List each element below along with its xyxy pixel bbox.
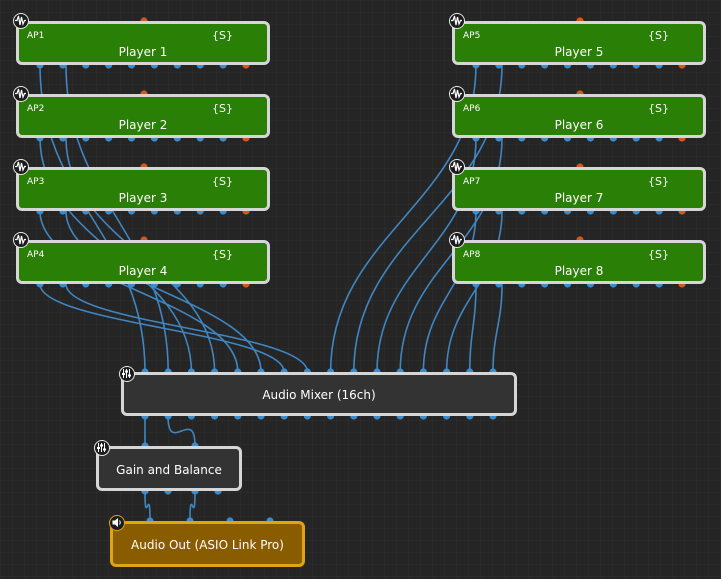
mixer-sliders-icon [119, 366, 135, 382]
node-title: Audio Out (ASIO Link Pro) [131, 538, 284, 552]
wire-player-7-to-mixer [422, 210, 477, 373]
player-node-8[interactable]: AP8 Player 8 {S} [452, 240, 706, 284]
node-id: AP2 [27, 104, 45, 114]
node-id: AP7 [463, 177, 481, 187]
wire-gain-to-output [189, 490, 196, 522]
wire-player-3-to-mixer [65, 210, 262, 373]
wire-player-8-to-mixer [492, 283, 503, 373]
node-title: Player 1 [118, 45, 168, 59]
node-title: Gain and Balance [116, 463, 222, 477]
wire-player-8-to-mixer [469, 283, 477, 373]
wire-player-3-to-mixer [39, 210, 239, 373]
sync-flag: {S} [648, 102, 669, 115]
wire-gain-to-output [144, 490, 151, 522]
node-id: AP4 [27, 250, 45, 260]
sync-flag: {S} [648, 175, 669, 188]
waveform-icon [13, 159, 29, 175]
wire-player-4-to-mixer [39, 283, 285, 373]
sync-flag: {S} [212, 175, 233, 188]
sync-flag: {S} [648, 248, 669, 261]
node-id: AP1 [27, 31, 45, 41]
player-node-5[interactable]: AP5 Player 5 {S} [452, 21, 706, 65]
node-id: AP5 [463, 31, 481, 41]
sync-flag: {S} [212, 248, 233, 261]
waveform-icon [13, 232, 29, 248]
player-node-3[interactable]: AP3 Player 3 {S} [16, 167, 270, 211]
node-title: Player 7 [554, 191, 604, 205]
player-node-1[interactable]: AP1 Player 1 {S} [16, 21, 270, 65]
node-title: Player 4 [118, 264, 168, 278]
audio-out-node[interactable]: Audio Out (ASIO Link Pro) [110, 521, 305, 567]
sync-flag: {S} [648, 29, 669, 42]
player-node-7[interactable]: AP7 Player 7 {S} [452, 167, 706, 211]
node-title: Player 2 [118, 118, 168, 132]
player-node-2[interactable]: AP2 Player 2 {S} [16, 94, 270, 138]
node-title: Audio Mixer (16ch) [262, 388, 376, 402]
node-id: AP8 [463, 250, 481, 260]
sync-flag: {S} [212, 102, 233, 115]
mixer-sliders-icon [94, 440, 110, 456]
waveform-icon [449, 86, 465, 102]
gain-balance-node[interactable]: Gain and Balance [96, 446, 242, 491]
wire-player-7-to-mixer [445, 210, 503, 373]
waveform-icon [449, 232, 465, 248]
node-title: Player 8 [554, 264, 604, 278]
waveform-icon [449, 13, 465, 29]
waveform-icon [13, 86, 29, 102]
wire-mixer-to-gain [167, 415, 196, 447]
node-title: Player 5 [554, 45, 604, 59]
node-title: Player 6 [554, 118, 604, 132]
node-id: AP6 [463, 104, 481, 114]
wire-player-4-to-mixer [65, 283, 309, 373]
sync-flag: {S} [212, 29, 233, 42]
node-id: AP3 [27, 177, 45, 187]
speaker-icon [109, 515, 125, 531]
player-node-6[interactable]: AP6 Player 6 {S} [452, 94, 706, 138]
player-node-4[interactable]: AP4 Player 4 {S} [16, 240, 270, 284]
waveform-icon [449, 159, 465, 175]
waveform-icon [13, 13, 29, 29]
audio-mixer-node[interactable]: Audio Mixer (16ch) [121, 372, 517, 416]
node-title: Player 3 [118, 191, 168, 205]
